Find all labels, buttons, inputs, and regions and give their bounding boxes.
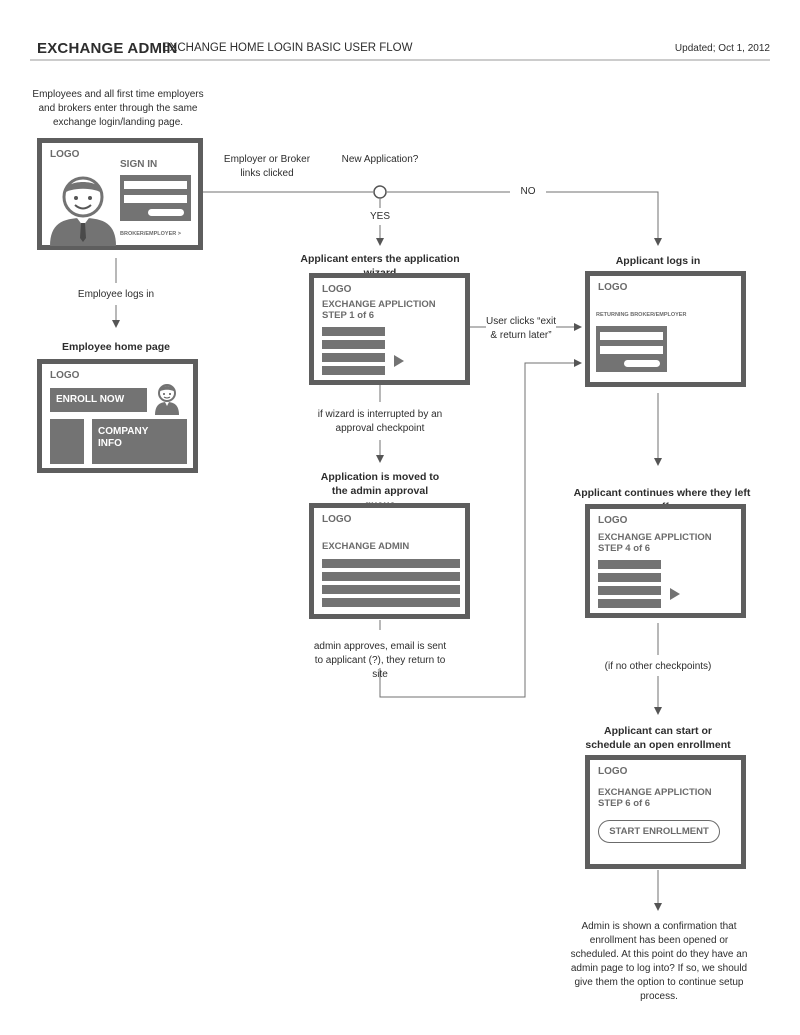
company-info-block[interactable]: COMPANY INFO [92,419,187,464]
caption-new-application: New Application? [341,154,419,165]
wizard-step1-title: EXCHANGE APPLICTION [322,299,436,310]
wizard-step6-wireframe: LOGO EXCHANGE APPLICTION STEP 6 of 6 STA… [585,755,746,869]
landing-page-wireframe: LOGO SIGN IN BROKER/EMPLOYER > [37,138,203,250]
caption-user-clicks-exit: User clicks “exit & return later” [486,316,557,341]
sign-in-form [120,175,191,221]
sign-in-button[interactable] [148,209,184,216]
caption-yes: YES [369,211,390,222]
caption-no: NO [520,186,536,197]
returning-login-form [596,326,667,372]
form-field-bar[interactable] [322,353,385,362]
wizard-step4-wireframe: LOGO EXCHANGE APPLICTION STEP 4 of 6 [585,504,746,618]
caption-employer-broker: Employer or Broker links clicked [223,154,311,179]
form-field-bar[interactable] [322,327,385,336]
caption-employee-home: Employee home page [62,341,170,353]
broker-employer-link[interactable]: BROKER/EMPLOYER > [120,231,181,237]
employee-home-wireframe: LOGO ENROLL NOW COMPANY INFO [37,359,198,473]
start-enrollment-label: START ENROLLMENT [609,826,709,837]
arrow-approval-return-to-login [379,359,582,698]
admin-queue-wireframe: LOGO EXCHANGE ADMIN [309,503,470,619]
wizard-step6-step: STEP 6 of 6 [598,798,651,809]
admin-queue-title: EXCHANGE ADMIN [322,541,410,552]
arrow-no-to-applicant-login [546,191,662,246]
wizard-step4-step: STEP 4 of 6 [598,543,651,554]
wizard-step1-logo: LOGO [322,284,352,295]
form-field-bar[interactable] [598,599,661,608]
queue-row-bar[interactable] [322,572,460,581]
header-brand: EXCHANGE ADMIN [37,40,178,57]
form-field-bar[interactable] [598,573,661,582]
landing-logo: LOGO [50,149,80,160]
admin-queue-logo: LOGO [322,514,352,525]
form-field-bar[interactable] [598,560,661,569]
caption-applicant-logs-in: Applicant logs in [615,255,701,267]
enroll-now-button[interactable]: ENROLL NOW [50,388,147,412]
caption-can-start-enrollment: Applicant can start or schedule an open … [585,725,731,751]
wizard-step4-logo: LOGO [598,515,628,526]
wizard-step6-logo: LOGO [598,766,628,777]
password-field[interactable] [124,195,187,203]
wizard-step1-wireframe: LOGO EXCHANGE APPLICTION STEP 1 of 6 [309,273,470,385]
wizard-step6-title: EXCHANGE APPLICTION [598,787,712,798]
caption-wizard-interrupted: if wizard is interrupted by an approval … [317,409,443,434]
form-field-bar[interactable] [598,586,661,595]
username-field[interactable] [124,181,187,189]
enroll-now-label: ENROLL NOW [56,394,125,405]
queue-row-bar[interactable] [322,598,460,607]
returning-broker-employer-label: RETURNING BROKER/EMPLOYER [596,312,687,318]
returning-login-wireframe: LOGO RETURNING BROKER/EMPLOYER [585,271,746,387]
caption-intro: Employees and all first time employers a… [32,89,204,128]
caption-employee-logs-in: Employee logs in [77,289,155,300]
decision-node [373,185,387,199]
username-field[interactable] [600,332,663,340]
form-field-bar[interactable] [322,366,385,375]
person-avatar-icon [50,176,116,246]
start-enrollment-button[interactable]: START ENROLLMENT [598,820,720,843]
queue-row-bar[interactable] [322,585,460,594]
caption-final-note: Admin is shown a confirmation that enrol… [570,921,748,1002]
header-updated: Updated; Oct 1, 2012 [674,43,770,54]
caption-admin-approves: admin approves, email is sent to applica… [313,641,447,680]
returning-login-logo: LOGO [598,282,628,293]
wizard-step4-title: EXCHANGE APPLICTION [598,532,712,543]
caption-no-other-checkpoints: (if no other checkpoints) [604,661,712,672]
header-subtitle: EXCHANGE HOME LOGIN BASIC USER FLOW [162,42,413,54]
password-field[interactable] [600,346,663,354]
form-field-bar[interactable] [322,340,385,349]
next-arrow-icon[interactable] [670,588,680,600]
employee-home-logo: LOGO [50,370,80,381]
next-arrow-icon[interactable] [394,355,404,367]
sign-in-heading: SIGN IN [120,159,158,170]
left-content-block [50,419,84,464]
company-info-label: COMPANY INFO [98,426,149,449]
queue-row-bar[interactable] [322,559,460,568]
login-button[interactable] [624,360,660,367]
wizard-step1-step: STEP 1 of 6 [322,310,375,321]
user-avatar-icon [155,384,179,415]
